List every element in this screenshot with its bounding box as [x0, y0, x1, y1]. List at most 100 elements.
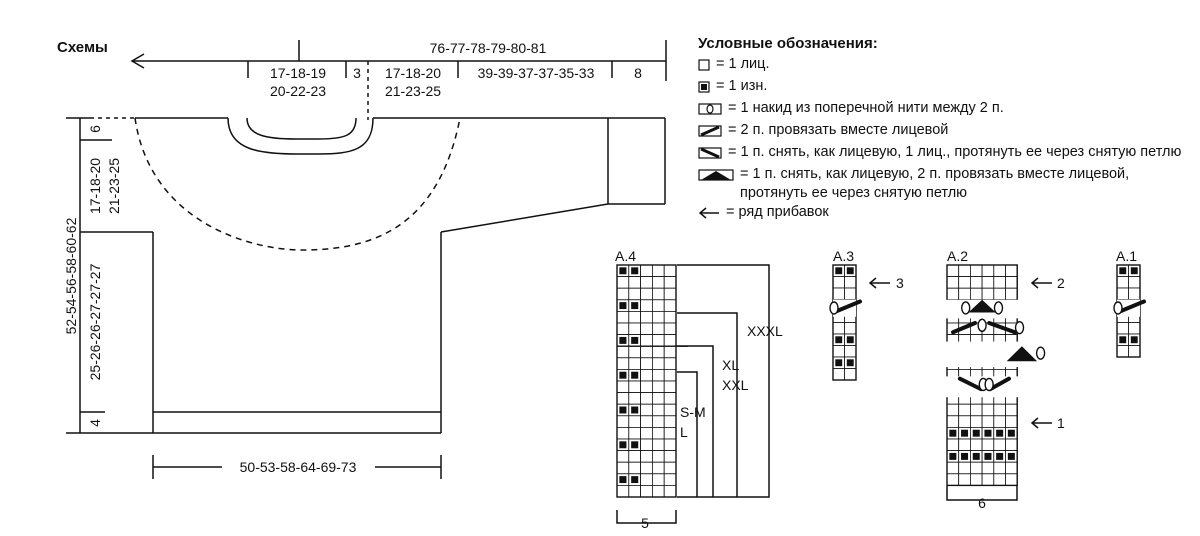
chart-cell — [663, 334, 677, 347]
purl-stitch — [619, 371, 627, 379]
chart-cell — [1005, 438, 1018, 452]
chart-cell — [640, 264, 653, 278]
chart-cell — [640, 473, 653, 486]
purl-stitch — [631, 371, 639, 379]
diagram-title: Схемы — [57, 39, 108, 56]
purl-stitch — [984, 452, 992, 460]
yoke-label-2: 21-23-25 — [385, 83, 441, 99]
size-brackets — [677, 264, 770, 498]
purl-stitch — [631, 406, 639, 414]
chart-cell — [1005, 264, 1018, 278]
purl-stitch — [972, 429, 980, 437]
chart-cell — [652, 403, 665, 417]
decrease-stitch — [988, 376, 1012, 392]
chart-cell — [616, 345, 630, 359]
chart-cell — [946, 264, 960, 278]
chart-cell — [958, 276, 971, 289]
chart-cell — [640, 334, 653, 347]
purl-stitch — [619, 476, 627, 484]
chart-cell — [628, 322, 641, 336]
purl-stitch — [1007, 429, 1015, 437]
purl-stitch — [835, 267, 843, 275]
chart-cell — [652, 484, 665, 498]
chart-a3-grid — [829, 264, 862, 381]
chart-cell — [981, 287, 995, 301]
chart-cell — [616, 322, 630, 336]
legend-item: = 1 изн. — [698, 77, 1198, 99]
chart-cell — [616, 310, 630, 324]
chart-cell — [1005, 276, 1018, 289]
chart-cell — [663, 368, 677, 382]
gap-label: 3 — [353, 65, 361, 81]
purl-stitch — [961, 452, 969, 460]
chart-cell — [640, 322, 653, 336]
chart-cell — [958, 438, 971, 452]
chart-cell — [832, 276, 845, 289]
chart-cell — [628, 426, 641, 440]
chart-width-brackets — [616, 486, 1018, 524]
chart-cell — [628, 461, 641, 475]
chart-cell — [946, 473, 960, 486]
neck-half-label-1: 17-18-19 — [270, 65, 326, 81]
purl-stitch — [619, 267, 627, 275]
chart-cell — [663, 322, 677, 336]
chart-cell — [1128, 345, 1141, 358]
chart-cell — [970, 415, 983, 428]
chart-a2-arrow-label-top: 2 — [1057, 275, 1065, 291]
purl-stitch — [619, 336, 627, 344]
chart-cell — [958, 403, 971, 417]
legend-item: = 1 п. снять, как лицевую, 1 лиц., протя… — [698, 143, 1198, 165]
chart-cell — [970, 264, 983, 278]
chart-cell — [663, 299, 677, 312]
chart-cell — [640, 287, 653, 301]
chart-cell — [844, 276, 857, 289]
chart-cell — [970, 287, 983, 301]
chart-cell — [832, 322, 845, 335]
chart-a2-grid — [945, 264, 1046, 487]
chart-cell — [993, 403, 1006, 417]
chart-cell — [1116, 276, 1129, 289]
yoke-height-label-2: 21-23-25 — [106, 158, 122, 214]
sk2p-icon — [698, 168, 734, 187]
chart-cell — [616, 450, 630, 463]
chart-cell — [844, 287, 857, 300]
legend-item: = 1 лиц. — [698, 55, 1198, 77]
chart-cell — [832, 368, 845, 381]
purl-stitch — [631, 476, 639, 484]
purl-stitch — [961, 429, 969, 437]
chart-cell — [663, 276, 677, 289]
chart-cell — [628, 357, 641, 370]
purl-stitch — [984, 429, 992, 437]
chart-a4-width-label: 5 — [641, 515, 649, 531]
chart-cell — [652, 276, 665, 289]
chart-cell — [652, 450, 665, 463]
purl-stitch — [1007, 452, 1015, 460]
chart-cell — [652, 438, 665, 452]
chart-cell — [970, 276, 983, 289]
purl-square-icon — [698, 80, 710, 99]
increase-row-arrows — [868, 277, 1052, 429]
k2tog-icon — [698, 124, 722, 143]
chart-cell — [628, 345, 641, 359]
legend-item: = ряд прибавок — [698, 203, 1198, 225]
chart-cell — [663, 473, 677, 486]
chart-cell — [1128, 287, 1141, 300]
chart-cell — [663, 310, 677, 324]
purl-stitch — [1119, 336, 1127, 344]
chart-cell — [958, 473, 971, 486]
chart-cell — [640, 276, 653, 289]
chart-cell — [981, 403, 995, 417]
purl-stitch — [996, 452, 1004, 460]
chart-cell — [652, 380, 665, 394]
purl-stitch — [619, 441, 627, 449]
purl-stitch — [846, 359, 854, 367]
chart-cell — [652, 415, 665, 428]
chart-cell — [993, 461, 1006, 475]
legend-item: = 1 накид из поперечной нити между 2 п. — [698, 99, 1198, 121]
chart-cell — [663, 392, 677, 405]
chart-cell — [628, 450, 641, 463]
purl-stitch — [972, 452, 980, 460]
chart-cell — [958, 461, 971, 475]
chart-cell — [628, 380, 641, 394]
chart-cell — [640, 310, 653, 324]
